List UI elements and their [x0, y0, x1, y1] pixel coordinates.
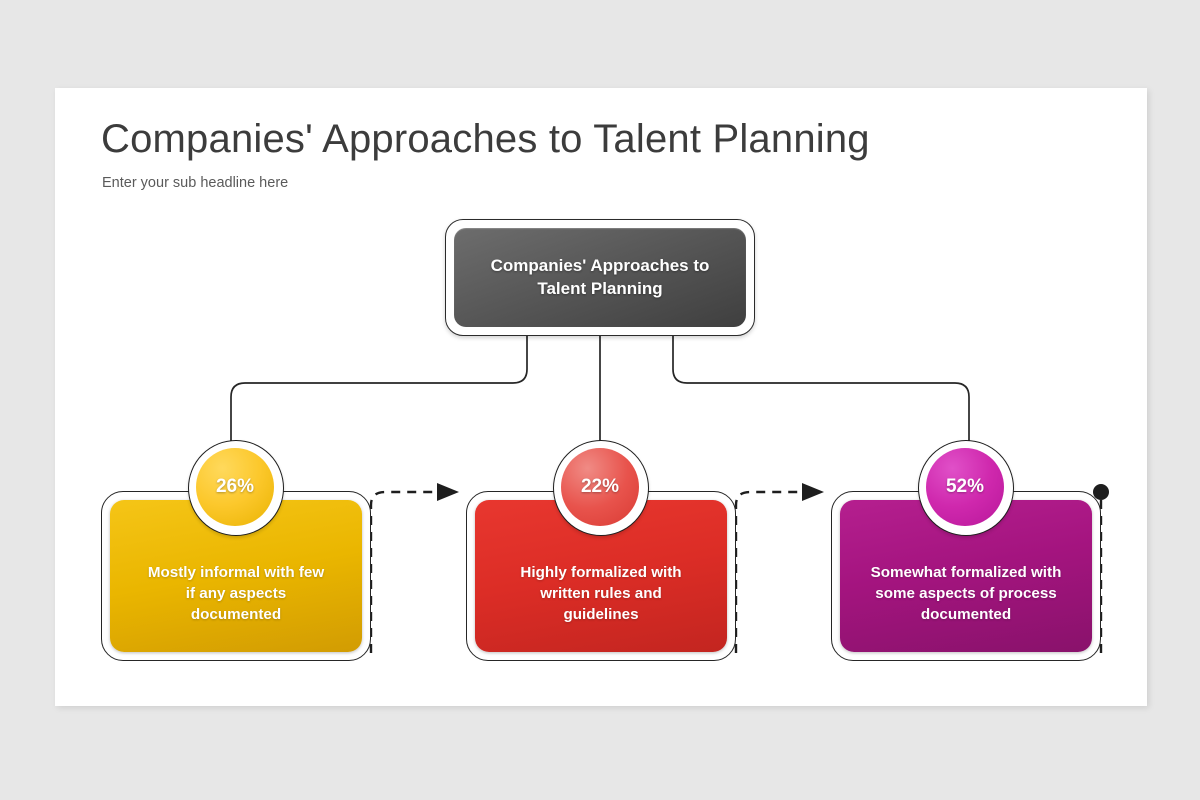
card-1-text: Mostly informal with few if any aspects … — [147, 564, 325, 624]
card-2-bubble-fill: 22% — [561, 448, 639, 526]
card-1-bubble[interactable]: 26% — [188, 440, 284, 536]
page-subtitle: Enter your sub headline here — [102, 175, 289, 191]
connector-right — [672, 336, 970, 443]
connector-left — [230, 336, 528, 443]
root-node-body: Companies' Approaches to Talent Planning — [454, 228, 746, 327]
page-title: Companies' Approaches to Talent Planning — [101, 117, 870, 161]
card-1-percent: 26% — [215, 476, 255, 497]
flow-arrow-2 — [734, 490, 804, 653]
card-2-text: Highly formalized with written rules and… — [520, 564, 682, 624]
card-3-bubble[interactable]: 52% — [918, 440, 1014, 536]
card-1-bubble-fill: 26% — [196, 448, 274, 526]
card-3-percent: 52% — [945, 476, 985, 497]
card-3-bubble-fill: 52% — [926, 448, 1004, 526]
flow-arrow-1 — [369, 490, 439, 653]
slide-canvas: Companies' Approaches to Talent Planning… — [55, 88, 1147, 706]
card-2-bubble[interactable]: 22% — [553, 440, 649, 536]
card-2-percent: 22% — [580, 476, 620, 497]
root-node-label: Companies' Approaches to Talent Planning — [490, 255, 710, 298]
root-node[interactable]: Companies' Approaches to Talent Planning — [445, 219, 755, 336]
arrowhead-2 — [802, 483, 824, 501]
card-3-text: Somewhat formalized with some aspects of… — [870, 564, 1062, 624]
arrowhead-1 — [437, 483, 459, 501]
